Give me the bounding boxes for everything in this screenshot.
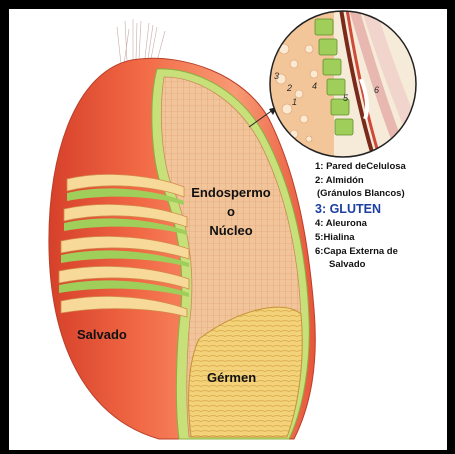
- legend-item-5: 5:Hialina: [315, 231, 406, 245]
- legend-item-2-sub: (Gránulos Blancos): [315, 187, 406, 201]
- endosperm-label: Endospermo o Núcleo: [186, 183, 276, 240]
- germ-label: Gérmen: [207, 370, 256, 385]
- legend-item-6-sub: Salvado: [315, 258, 406, 272]
- inset-number-6: 6: [374, 85, 379, 95]
- inset-number-3: 3: [274, 71, 279, 81]
- inset-number-5: 5: [343, 93, 348, 103]
- endosperm-label-line2: o: [186, 202, 276, 221]
- kernel-hairs: [117, 19, 165, 64]
- legend-item-6: 6:Capa Externa de: [315, 245, 406, 259]
- endosperm-label-line1: Endospermo: [186, 183, 276, 202]
- legend-item-1: 1: Pared deCelulosa: [315, 160, 406, 174]
- legend-item-4: 4: Aleurona: [315, 217, 406, 231]
- endosperm-label-line3: Núcleo: [186, 221, 276, 240]
- bran-label: Salvado: [77, 327, 127, 342]
- legend-item-3-gluten: 3: GLUTEN: [315, 203, 406, 217]
- inset-number-1: 1: [292, 97, 297, 107]
- legend-item-2: 2: Almidón: [315, 174, 406, 188]
- inset-number-2: 2: [287, 83, 292, 93]
- inset-number-4: 4: [312, 81, 317, 91]
- legend: 1: Pared deCelulosa 2: Almidón (Gránulos…: [315, 160, 406, 272]
